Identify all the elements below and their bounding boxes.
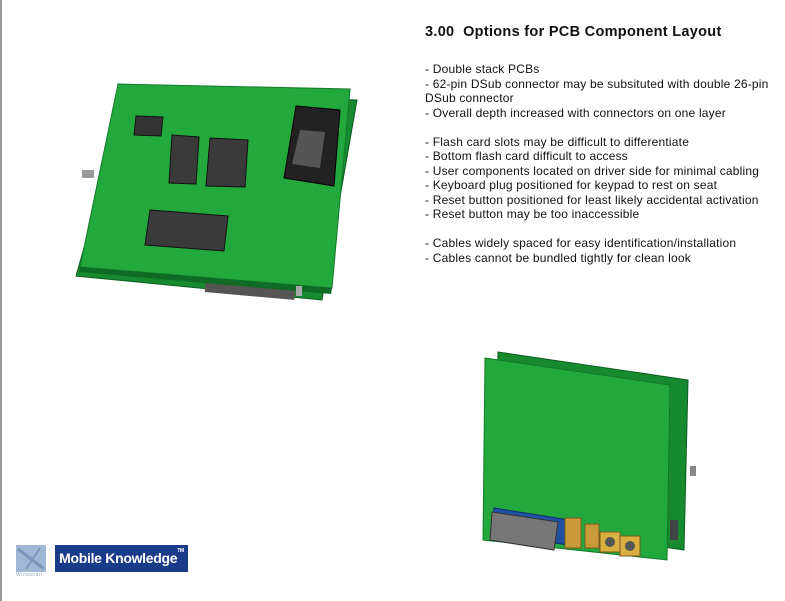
- bullet: - Reset button may be too inaccessible: [425, 207, 640, 221]
- bullet-group-1: - Double stack PCBs - 62-pin DSub connec…: [425, 62, 775, 120]
- logo-tm: TM: [177, 548, 184, 554]
- winsonan-logo-text: Winsonan: [16, 572, 43, 578]
- bullet-group-3: - Cables widely spaced for easy identifi…: [425, 236, 775, 265]
- bullet: - Bottom flash card difficult to access: [425, 149, 628, 163]
- bullet: - User components located on driver side…: [425, 163, 760, 178]
- bullet: - Keyboard plug positioned for keypad to…: [425, 178, 718, 192]
- bullet-group-2: - Flash card slots may be difficult to d…: [425, 135, 775, 222]
- pcb-stack-side-view-image: [482, 351, 696, 561]
- pcb-stack-top-view-image: [75, 83, 358, 301]
- bullet: - Reset button positioned for least like…: [425, 192, 759, 207]
- bullet: - Flash card slots may be difficult to d…: [425, 134, 690, 149]
- bullet-list: - Double stack PCBs - 62-pin DSub connec…: [425, 62, 775, 265]
- airplane-logo-icon: [17, 547, 45, 571]
- logo-text: Mobile Knowledge: [59, 550, 178, 566]
- slide-title: 3.00 Options for PCB Component Layout: [425, 24, 722, 40]
- bullet: - Double stack PCBs: [425, 62, 540, 76]
- bullet: - Cables cannot be bundled tightly for c…: [425, 250, 691, 265]
- bullet: - 62-pin DSub connector may be subsitute…: [425, 76, 769, 106]
- bullet: - Cables widely spaced for easy identifi…: [425, 236, 737, 250]
- left-border: [0, 0, 2, 601]
- mobile-knowledge-logo: Mobile KnowledgeTM: [55, 545, 188, 572]
- bullet: - Overall depth increased with connector…: [425, 105, 726, 120]
- winsonan-logo: [16, 545, 46, 572]
